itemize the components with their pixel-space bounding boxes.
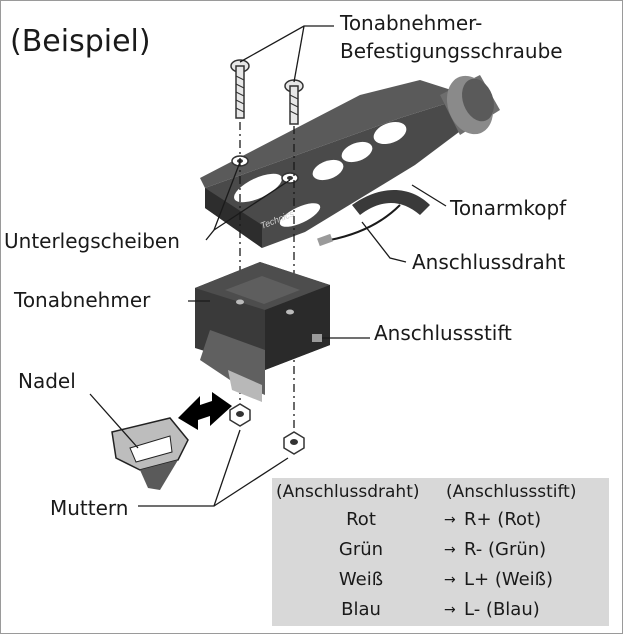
table-row: Grün → R- (Grün): [272, 536, 609, 564]
pin-assignment: R+ (Rot): [464, 509, 542, 530]
label-screw-line1: Tonabnehmer-: [340, 11, 483, 35]
wire-color: Blau: [341, 599, 381, 620]
header-wire: (Anschlussdraht): [276, 482, 420, 502]
label-stylus: Nadel: [18, 369, 76, 393]
label-washers: Unterlegscheiben: [4, 229, 180, 253]
wire-color: Rot: [346, 509, 376, 530]
insert-arrow: [178, 392, 232, 430]
table-row: Blau → L- (Blau): [272, 596, 609, 624]
table-row: Rot → R+ (Rot): [272, 506, 609, 534]
arrow-icon: →: [444, 602, 456, 618]
pin-assignment: R- (Grün): [464, 539, 547, 560]
headshell: [200, 75, 500, 248]
pin-assignment: L+ (Weiß): [464, 569, 554, 590]
wire-color: Grün: [338, 539, 384, 560]
pin-assignment: L- (Blau): [464, 599, 540, 620]
label-cartridge: Tonabnehmer: [14, 288, 151, 312]
label-pin: Anschlussstift: [374, 321, 512, 345]
nuts: [229, 403, 305, 455]
mounting-screws: [230, 59, 304, 125]
screw-left: [230, 59, 250, 119]
cartridge-body: [195, 262, 330, 402]
label-headshell: Tonarmkopf: [450, 196, 567, 220]
wire-connection-table: (Anschlussdraht) (Anschlussstift) Rot → …: [272, 478, 609, 626]
arrow-icon: →: [444, 512, 456, 528]
wire-color: Weiß: [338, 569, 384, 590]
screw-right: [284, 79, 304, 125]
label-screw-line2: Befestigungsschraube: [340, 39, 563, 63]
table-row: Weiß → L+ (Weiß): [272, 566, 609, 594]
page-title: (Beispiel): [10, 24, 151, 59]
arrow-icon: →: [444, 572, 456, 588]
label-nuts: Muttern: [50, 496, 129, 520]
header-pin: (Anschlussstift): [446, 482, 577, 502]
arrow-icon: →: [444, 542, 456, 558]
leader-lines: [89, 25, 447, 507]
label-lead-wire: Anschlussdraht: [412, 250, 566, 274]
stylus: [111, 417, 189, 490]
